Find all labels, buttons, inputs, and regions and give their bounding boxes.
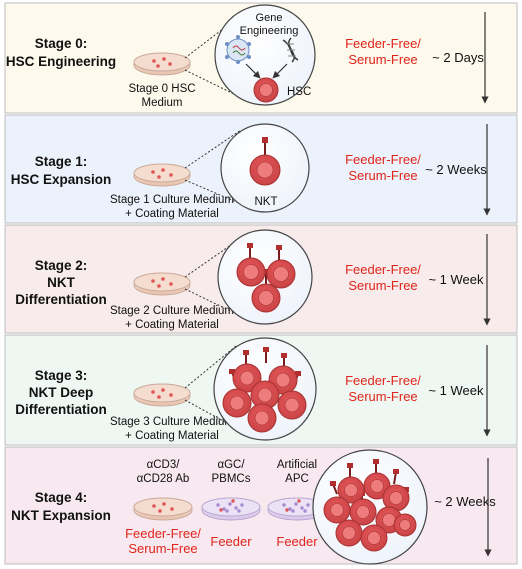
- stage-1-condition-line-1: Feeder-Free/: [345, 152, 421, 167]
- svg-text:Feeder-Free/Serum-Free: Feeder-Free/Serum-Free: [345, 36, 421, 67]
- stage-0-title-line-2: HSC Engineering: [6, 54, 116, 69]
- petri-dish-icon: [133, 383, 191, 407]
- nkt-cell-cluster-icon: [236, 243, 296, 313]
- petri-dish-icon: [133, 497, 193, 521]
- stage-2-medium-line-1: Stage 2 Culture Medium: [110, 305, 234, 317]
- svg-text:Stage 1:HSC Expansion: Stage 1: HSC Expansion: [11, 154, 112, 187]
- stage-2-condition-line-2: Serum-Free: [348, 278, 417, 293]
- hsc-cell-icon: [253, 77, 279, 103]
- stage-3-condition-line-1: Feeder-Free/: [345, 373, 421, 388]
- svg-text:Stage 3 Culture Medium+ Coatin: Stage 3 Culture Medium + Coating Material: [110, 416, 234, 442]
- stage-1: Stage 1: HSC Expansion Stage 1 Culture Me…: [11, 123, 491, 220]
- stage-4-dish-3-label-line-1: Artificial: [277, 459, 317, 471]
- hsc-label: HSC: [287, 86, 311, 98]
- stage-2-title-line-3: Differentiation: [15, 292, 107, 307]
- gene-engineering-label-line-1: Gene: [256, 12, 283, 24]
- stage-3-medium-line-2: + Coating Material: [125, 430, 219, 442]
- stage-2-medium-line-2: + Coating Material: [125, 319, 219, 331]
- stage-4-dish-2-condition: Feeder: [210, 534, 252, 549]
- stage-2-condition-line-1: Feeder-Free/: [345, 262, 421, 277]
- svg-text:Feeder-Free/Serum-Free: Feeder-Free/Serum-Free: [345, 152, 421, 183]
- gene-engineering-label-line-2: Engineering: [240, 25, 299, 37]
- stage-0-condition-line-2: Serum-Free: [348, 52, 417, 67]
- stage-4-dish-3-condition: Feeder: [276, 534, 318, 549]
- stage-3-medium-line-1: Stage 3 Culture Medium: [110, 416, 234, 428]
- stage-2: Stage 2: NKT Differentiation Stage 2 Cultu…: [15, 229, 491, 331]
- stage-4-title-line-1: Stage 4:: [35, 490, 88, 505]
- magnified-view-bubble: [214, 4, 316, 106]
- stage-3-condition-line-2: Serum-Free: [348, 389, 417, 404]
- svg-text:Stage 4:NKT Expansion: Stage 4: NKT Expansion: [11, 490, 111, 523]
- stage-3-title-line-3: Differentiation: [15, 402, 107, 417]
- stage-0: Stage 0: HSC Engineering Stage 0 HSC Mediu…: [6, 4, 489, 109]
- stage-4-dish-1-label-line-2: αCD28 Ab: [137, 473, 190, 485]
- svg-text:Stage 2 Culture Medium+ Coatin: Stage 2 Culture Medium + Coating Material: [110, 305, 234, 331]
- stage-2-title-line-1: Stage 2:: [35, 258, 88, 273]
- stage-4-dish-3-label-line-2: APC: [285, 473, 309, 485]
- stage-4-dish-1-condition-line-1: Feeder-Free/: [125, 526, 201, 541]
- stage-4-dish-2-label-line-1: αGC/: [217, 459, 245, 471]
- dna-icon: [282, 37, 299, 63]
- petri-dish-icon: [133, 272, 191, 296]
- virus-icon: [225, 35, 251, 64]
- svg-text:Feeder-Free/Serum-Free: Feeder-Free/Serum-Free: [125, 526, 201, 556]
- stage-1-duration: ~ 2 Weeks: [425, 162, 487, 177]
- stage-0-duration: ~ 2 Days: [432, 50, 484, 65]
- stage-1-title-line-2: HSC Expansion: [11, 172, 112, 187]
- stage-4-dish-2-label-line-2: PBMCs: [212, 473, 251, 485]
- stage-4: Stage 4: NKT Expansion αCD3/αCD28 Ab Feed…: [11, 449, 496, 565]
- nkt-label: NKT: [255, 196, 278, 208]
- stage-4-dish-1-label-line-1: αCD3/: [147, 459, 181, 471]
- svg-text:Stage 0:HSC Engineering: Stage 0: HSC Engineering: [6, 36, 116, 69]
- stage-2-title-line-2: NKT: [47, 275, 75, 290]
- stage-3-duration: ~ 1 Week: [428, 383, 484, 398]
- stage-2-duration: ~ 1 Week: [428, 272, 484, 287]
- stage-4-title-line-2: NKT Expansion: [11, 508, 111, 523]
- stage-0-condition-line-1: Feeder-Free/: [345, 36, 421, 51]
- stage-0-medium-line-2: Medium: [142, 97, 183, 109]
- petri-dish-icon: [201, 497, 261, 521]
- stage-4-dish-1-condition-line-2: Serum-Free: [128, 541, 197, 556]
- stage-3-title-line-2: NKT Deep: [29, 385, 94, 400]
- stage-0-title-line-1: Stage 0:: [35, 36, 88, 51]
- stage-1-title-line-1: Stage 1:: [35, 154, 88, 169]
- stage-1-condition-line-2: Serum-Free: [348, 168, 417, 183]
- svg-text:αGC/PBMCs: αGC/PBMCs: [212, 459, 251, 485]
- svg-text:αCD3/αCD28 Ab: αCD3/αCD28 Ab: [137, 459, 190, 485]
- petri-dish-icon: [133, 163, 191, 187]
- svg-text:Feeder-Free/Serum-Free: Feeder-Free/Serum-Free: [345, 262, 421, 293]
- nkt-cell-icon: [249, 137, 281, 186]
- svg-text:Feeder-Free/Serum-Free: Feeder-Free/Serum-Free: [345, 373, 421, 404]
- stage-3-title-line-1: Stage 3:: [35, 368, 88, 383]
- stage-1-medium-line-2: + Coating Material: [125, 208, 219, 220]
- nkt-cell-cluster-icon: [222, 347, 307, 433]
- svg-text:Stage 1 Culture Medium+ Coatin: Stage 1 Culture Medium + Coating Material: [110, 194, 234, 220]
- petri-dish-icon: [133, 52, 191, 76]
- stage-4-duration: ~ 2 Weeks: [434, 494, 496, 509]
- nkt-cell-cluster-icon: [323, 459, 417, 552]
- stage-0-medium-line-1: Stage 0 HSC: [128, 83, 195, 95]
- petri-dish-icon: [267, 497, 327, 521]
- stage-4-row: [4, 446, 518, 565]
- stage-1-medium-line-1: Stage 1 Culture Medium: [110, 194, 234, 206]
